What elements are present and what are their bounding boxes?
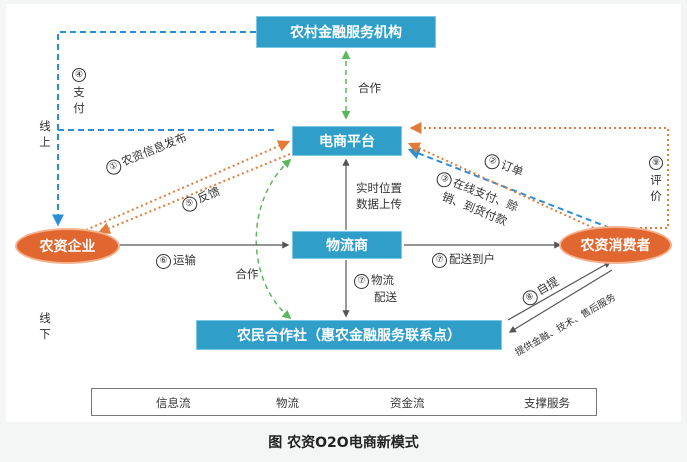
label-evaluate: 评价 [650,173,662,203]
info-flow-evaluate [409,122,669,229]
label-transport: 运输 [173,253,196,267]
label-delivery-line1: 物流 [371,273,394,287]
label-online: 线上 [39,119,51,149]
legend [91,388,597,416]
step-number-7a: ⑦ [354,274,369,289]
node-ecommerce-platform: 电商平台 [292,126,402,156]
node-farmer-coop: 农民合作社（惠农金融服务联系点） [196,320,502,350]
info-flow-enterprise-to-platform [85,140,291,231]
goods-flow-consumer-self-pickup [507,261,612,321]
diagram-background [6,4,681,422]
label-realtime-line2: 数据上传 [356,197,402,211]
step-number-9: ⑨ [649,156,663,170]
capital-flow-consumer-to-platform [407,147,611,229]
step-number-7b: ⑦ [432,253,447,268]
node-agri-enterprise: 农资企业 [15,228,120,264]
label-cooperation-left: 合作 [235,267,259,281]
legend-capital-flow: 资金流 [390,396,425,410]
label-realtime-group: 实时位置 数据上传 [356,180,402,212]
legend-goods-flow: 物流 [276,396,299,410]
label-deliver-home: 配送到户 [449,252,495,266]
info-flow-platform-to-enterprise [97,153,291,234]
label-pay-group: ④ 支付 [71,62,87,116]
node-logistics: 物流商 [292,231,402,259]
node-agri-consumer: 农资消费者 [559,226,672,264]
label-pay: 支付 [73,85,85,115]
goods-flow-coop-services [508,269,613,333]
label-offline: 线下 [39,311,51,341]
support-platform-coop [255,158,292,320]
label-realtime-line1: 实时位置 [356,181,402,195]
figure-caption: 图 农资O2O电商新模式 [268,435,419,451]
step-number-4: ④ [72,68,86,82]
capital-flow-finance-to-enterprise [52,31,256,227]
node-finance-org: 农村金融服务机构 [256,16,436,48]
label-delivery-line2: 配送 [374,290,397,304]
label-evaluate-group: ⑨ 评价 [648,150,664,204]
legend-info-flow: 信息流 [156,396,191,410]
step-number-6: ⑥ [156,254,171,269]
label-cooperation-top: 合作 [358,81,381,95]
legend-support: 支撑服务 [524,396,570,410]
